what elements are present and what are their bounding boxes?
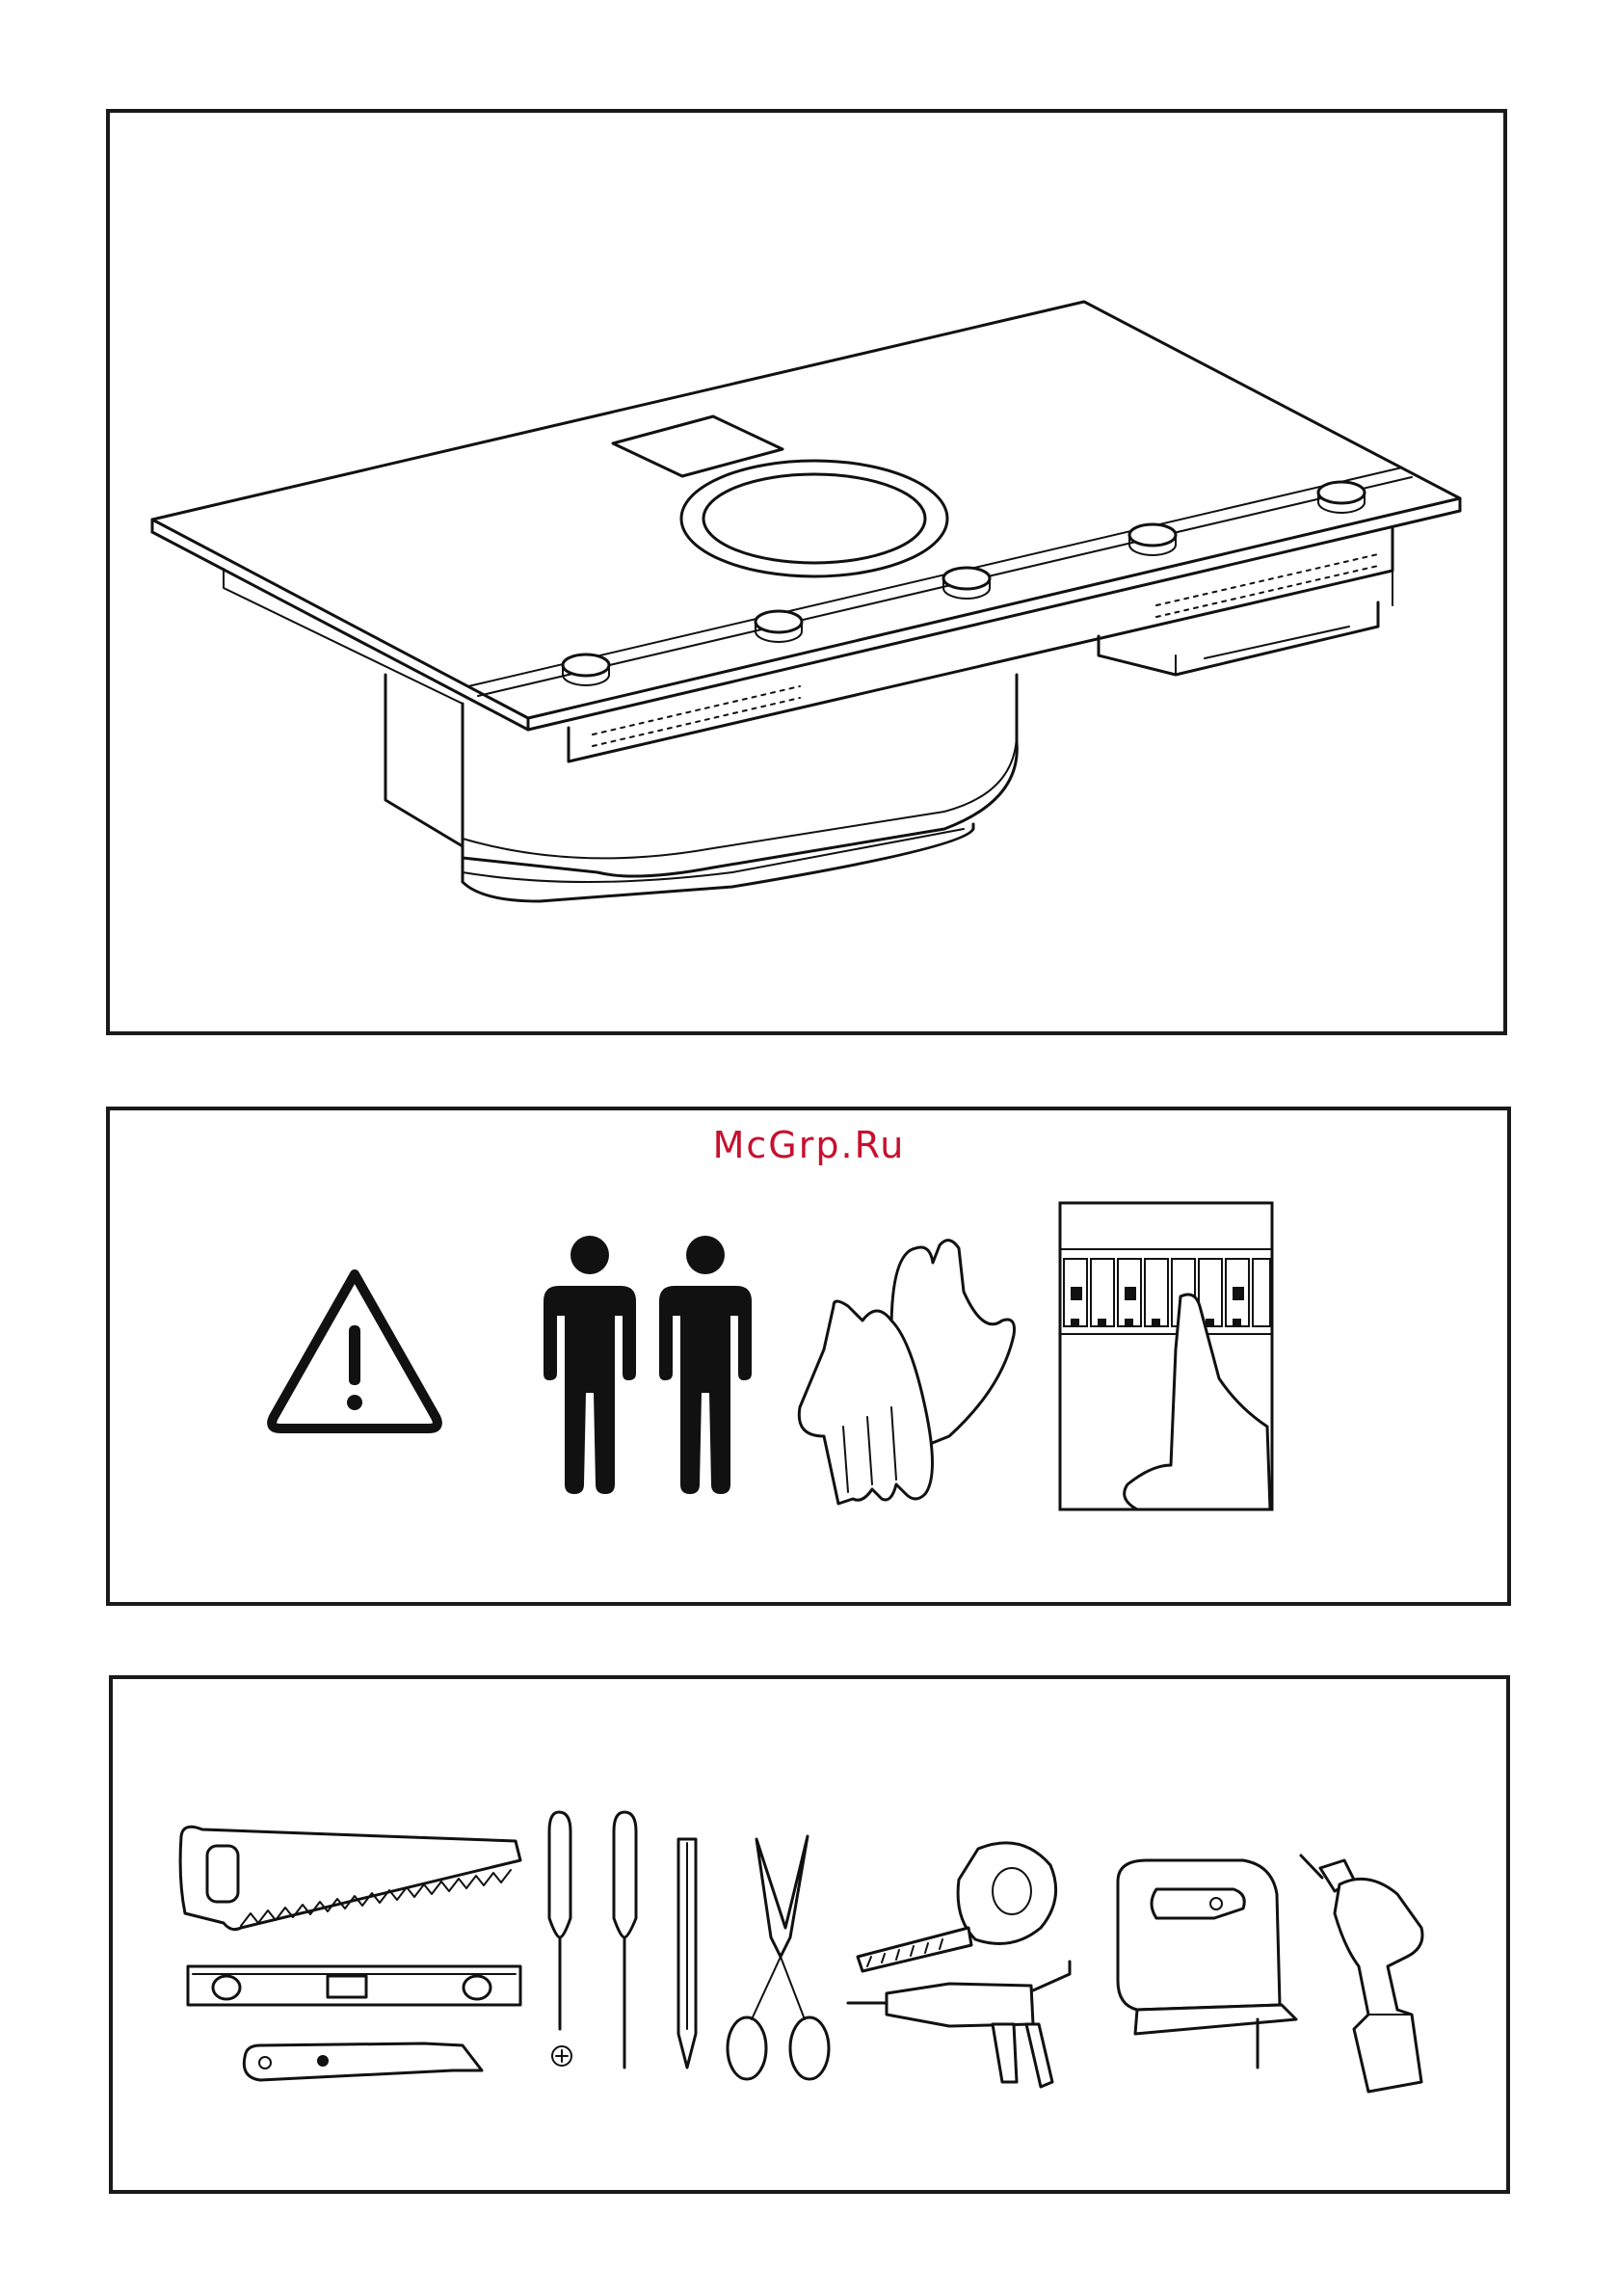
flat-screwdriver-icon	[549, 1812, 571, 2066]
phillips-screwdriver-icon	[614, 1812, 636, 2068]
power-drill-icon	[1301, 1855, 1422, 2092]
jigsaw-icon	[1118, 1860, 1296, 2068]
hand-saw-icon	[180, 1827, 520, 1929]
spirit-level-icon	[188, 1966, 520, 2005]
pencil-icon	[678, 1839, 696, 2068]
tape-measure-icon	[858, 1843, 1056, 1971]
utility-knife-icon	[244, 2043, 482, 2080]
sealant-gun-icon	[848, 1962, 1070, 2087]
scissors-icon	[728, 1836, 829, 2079]
